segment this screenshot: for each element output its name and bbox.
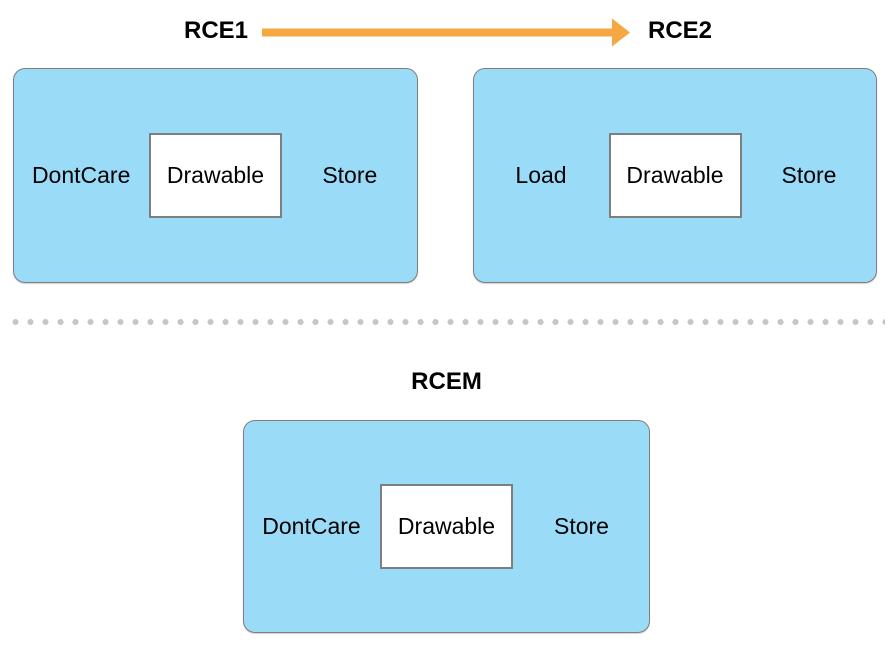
load-action-zone: Load (474, 162, 608, 189)
store-action-zone: Store (283, 162, 417, 189)
rcem-drawable-box: Drawable (380, 484, 513, 569)
render-pass-box-rcem: DontCare Drawable Store (243, 420, 650, 633)
store-action-zone: Store (514, 513, 649, 540)
rcem-title: RCEM (411, 368, 482, 395)
rce1-load-action-label: DontCare (31, 162, 131, 188)
rcem-load-action-label: DontCare (262, 513, 361, 539)
render-pass-box-rce1: DontCare Drawable Store (13, 68, 418, 283)
rce2-title: RCE2 (648, 17, 713, 44)
attachment-zone: Drawable (608, 133, 742, 218)
rce1-title: RCE1 (184, 17, 249, 44)
dotted-separator (8, 319, 885, 325)
rce1-drawable-box: Drawable (148, 133, 282, 218)
load-action-zone: DontCare (244, 513, 379, 540)
rcem-store-action-label: Store (554, 513, 609, 539)
rce1-store-action-label: Store (322, 162, 378, 188)
merge-arrow-icon (262, 18, 630, 47)
rce1-drawable-label: Drawable (166, 162, 265, 188)
attachment-zone: Drawable (379, 484, 514, 569)
render-pass-box-rce2: Load Drawable Store (473, 68, 877, 283)
rce2-drawable-label: Drawable (626, 162, 724, 188)
rcem-drawable-label: Drawable (397, 513, 496, 539)
rce2-drawable-box: Drawable (608, 133, 742, 218)
store-action-zone: Store (742, 162, 876, 189)
rce2-store-action-label: Store (781, 162, 837, 188)
rce2-load-action-label: Load (515, 162, 567, 188)
attachment-zone: Drawable (148, 133, 282, 218)
load-action-zone: DontCare (14, 162, 148, 189)
